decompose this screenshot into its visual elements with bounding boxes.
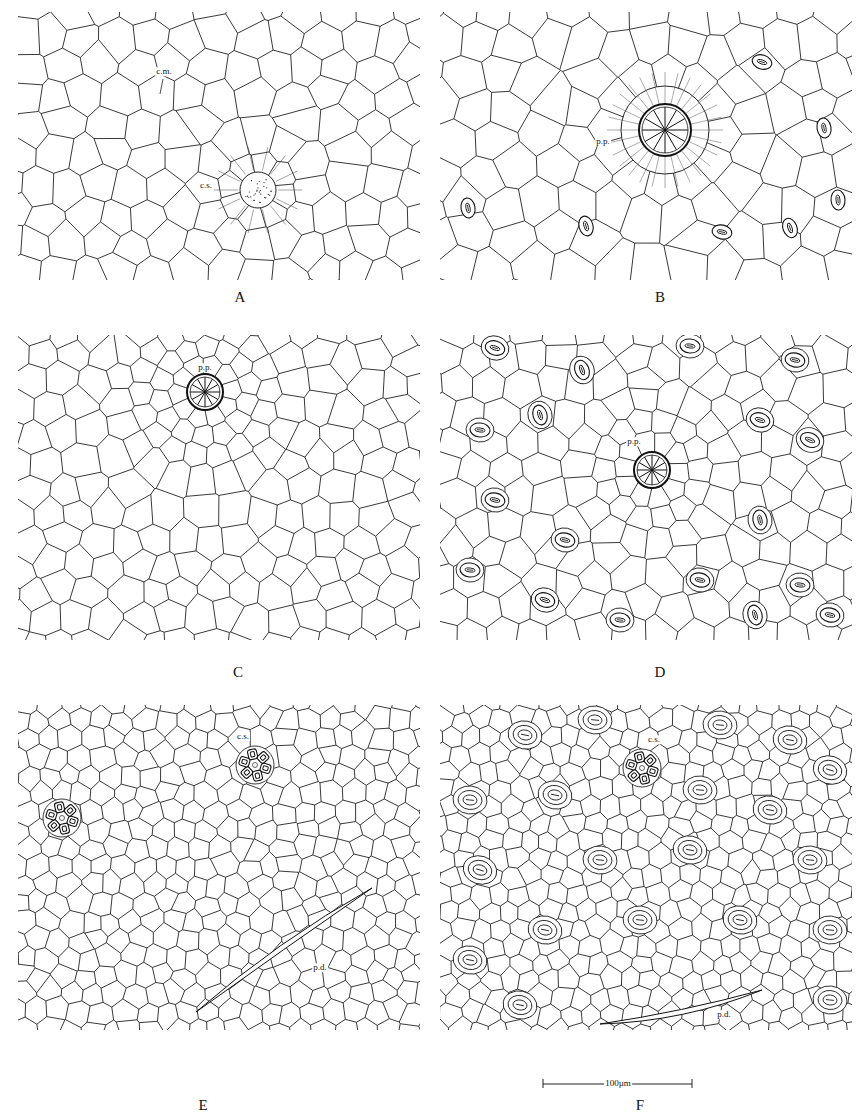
- stoma: [814, 600, 846, 629]
- epidermis-panel: [18, 705, 420, 1030]
- features: [459, 52, 845, 240]
- stoma: [605, 607, 635, 634]
- stoma: [702, 709, 739, 740]
- panel-letter: B: [654, 290, 666, 306]
- features: [214, 147, 302, 233]
- stoma: [785, 572, 815, 599]
- epidermis-panel: [18, 12, 420, 280]
- panel-letter: A: [234, 290, 247, 306]
- stoma: [460, 852, 501, 889]
- stoma: [743, 404, 777, 435]
- stoma: [582, 844, 619, 875]
- stoma: [810, 752, 851, 789]
- epidermis-panel: [440, 12, 852, 280]
- cell-cluster: [623, 749, 661, 787]
- stoma: [501, 988, 540, 1022]
- stoma: [682, 774, 719, 805]
- stoma: [459, 197, 476, 219]
- cell-cluster: [43, 799, 81, 837]
- stoma: [451, 943, 490, 977]
- leader-line: [160, 79, 163, 94]
- features: [43, 746, 372, 1012]
- abbreviation-label: p.p.: [595, 137, 611, 146]
- stoma: [566, 353, 599, 388]
- stoma: [751, 793, 790, 827]
- hair: [196, 888, 372, 1012]
- stoma: [671, 833, 710, 867]
- stoma: [812, 984, 849, 1015]
- stoma: [684, 565, 716, 594]
- stoma: [528, 584, 562, 615]
- stoma: [771, 723, 810, 757]
- abbreviation-label: c.s.: [647, 735, 661, 744]
- features: [451, 705, 851, 1024]
- stoma: [536, 778, 575, 812]
- stoma: [577, 705, 614, 736]
- stoma: [721, 903, 760, 937]
- stoma: [478, 335, 512, 364]
- epidermis-panel: [440, 705, 852, 1030]
- panel-letter: C: [232, 665, 244, 681]
- stoma: [675, 335, 705, 359]
- cell-walls: [18, 705, 420, 1030]
- cell-walls: [18, 12, 420, 280]
- epidermis-panel: [18, 335, 420, 640]
- stoma: [549, 525, 581, 554]
- abbreviation-label: c.s.: [236, 732, 250, 741]
- stoma: [526, 913, 565, 947]
- stoma: [746, 504, 774, 536]
- features: [187, 374, 223, 410]
- abbreviation-label: p.p.: [197, 363, 213, 372]
- scale-bar: [543, 1079, 692, 1088]
- stoma: [711, 223, 733, 241]
- stoma: [779, 345, 811, 374]
- panel-letter: D: [654, 665, 667, 681]
- scale-label: 100µm: [604, 1079, 632, 1088]
- stoma: [780, 216, 800, 240]
- cell-cluster: [236, 746, 274, 784]
- stoma: [740, 598, 771, 631]
- stoma: [479, 485, 511, 514]
- stoma: [465, 417, 495, 444]
- abbreviation-label: p.d.: [716, 1010, 732, 1019]
- stoma: [577, 214, 596, 237]
- features: [455, 335, 846, 633]
- stoma: [815, 117, 832, 139]
- stoma: [455, 557, 485, 584]
- hair: [600, 990, 762, 1024]
- cell-walls: [440, 705, 852, 1030]
- stoma: [792, 423, 827, 456]
- abbreviation-label: c.s.: [199, 181, 213, 190]
- abbreviation-label: p.p.: [626, 437, 642, 446]
- panel-letter: E: [197, 1098, 208, 1114]
- stoma: [525, 398, 556, 431]
- stoma: [792, 844, 829, 875]
- stoma: [452, 784, 489, 815]
- cell-walls: [18, 335, 420, 640]
- stoma: [830, 190, 845, 211]
- stoma: [812, 914, 849, 945]
- epidermis-panel: [440, 335, 852, 640]
- cell-walls: [440, 12, 852, 280]
- panel-letter: F: [635, 1098, 645, 1114]
- abbreviation-label: c.m.: [155, 67, 173, 76]
- abbreviation-label: p.d.: [312, 963, 328, 972]
- stoma: [750, 52, 773, 71]
- cell-walls: [440, 335, 852, 640]
- stoma: [622, 904, 659, 935]
- stoma: [506, 718, 545, 752]
